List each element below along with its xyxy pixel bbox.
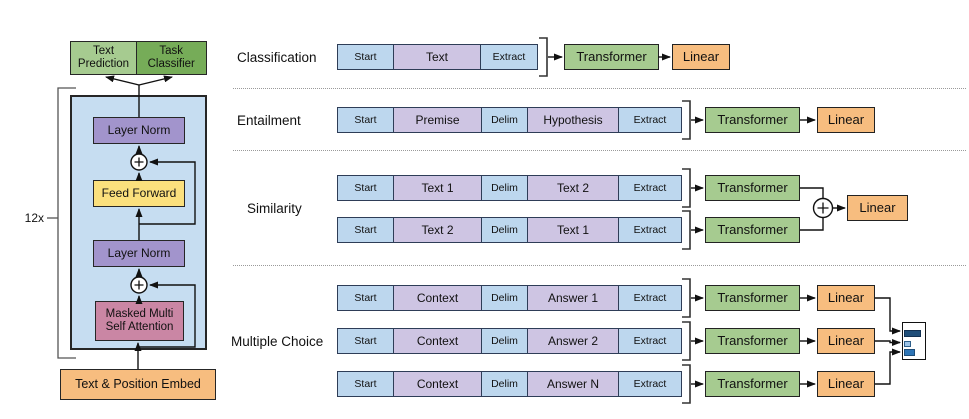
token-start: Start xyxy=(337,44,394,70)
token-extract: Extract xyxy=(618,328,682,354)
token-start: Start xyxy=(337,107,394,133)
score-bar xyxy=(903,340,911,347)
score-bar xyxy=(903,348,915,356)
token-delim: Delim xyxy=(481,107,528,133)
token-delim: Delim xyxy=(481,175,528,201)
similarity-token-row-2: Start Text 2 Delim Text 1 Extract xyxy=(337,217,682,243)
add-icon xyxy=(812,197,834,219)
linear-box: Linear xyxy=(817,328,875,354)
text-position-embed-box: Text & Position Embed xyxy=(60,369,216,400)
layer-norm-bottom-box: Layer Norm xyxy=(93,240,185,267)
transformer-box: Transformer xyxy=(705,328,800,354)
token-hypothesis: Hypothesis xyxy=(526,107,620,133)
section-separator xyxy=(233,88,966,89)
token-start: Start xyxy=(337,371,394,397)
similarity-token-row-1: Start Text 1 Delim Text 2 Extract xyxy=(337,175,682,201)
token-extract: Extract xyxy=(618,175,682,201)
token-extract: Extract xyxy=(480,44,538,70)
transformer-box: Transformer xyxy=(705,285,800,311)
token-start: Start xyxy=(337,217,394,243)
linear-box: Linear xyxy=(817,285,875,311)
linear-box: Linear xyxy=(847,195,908,221)
token-delim: Delim xyxy=(481,371,528,397)
repeat-count-label: 12x xyxy=(24,211,44,225)
transformer-box: Transformer xyxy=(705,217,800,243)
token-extract: Extract xyxy=(618,217,682,243)
token-answerN: Answer N xyxy=(526,371,620,397)
token-start: Start xyxy=(337,285,394,311)
section-separator xyxy=(233,265,966,266)
token-start: Start xyxy=(337,328,394,354)
feed-forward-box: Feed Forward xyxy=(93,180,185,207)
transformer-box: Transformer xyxy=(564,44,659,70)
token-context: Context xyxy=(392,371,483,397)
linear-box: Linear xyxy=(672,44,730,70)
token-delim: Delim xyxy=(481,328,528,354)
token-text2: Text 2 xyxy=(526,175,620,201)
multiple-choice-token-row-3: Start Context Delim Answer N Extract xyxy=(337,371,682,397)
layer-norm-top-box: Layer Norm xyxy=(93,117,185,144)
token-context: Context xyxy=(392,328,483,354)
token-delim: Delim xyxy=(481,217,528,243)
section-label-entailment: Entailment xyxy=(237,113,301,128)
score-bar xyxy=(903,330,921,337)
token-answer2: Answer 2 xyxy=(526,328,620,354)
token-answer1: Answer 1 xyxy=(526,285,620,311)
multiple-choice-merge-connectors xyxy=(875,297,901,385)
section-separator xyxy=(233,150,966,151)
task-classifier-box: Task Classifier xyxy=(135,41,207,75)
multiple-choice-token-row-2: Start Context Delim Answer 2 Extract xyxy=(337,328,682,354)
transformer-box: Transformer xyxy=(705,175,800,201)
token-start: Start xyxy=(337,175,394,201)
token-text1: Text 1 xyxy=(526,217,620,243)
linear-box: Linear xyxy=(817,107,875,133)
masked-self-attention-box: Masked Multi Self Attention xyxy=(95,301,184,341)
entailment-token-row: Start Premise Delim Hypothesis Extract xyxy=(337,107,682,133)
token-extract: Extract xyxy=(618,285,682,311)
classification-token-row: Start Text Extract xyxy=(337,44,538,70)
section-label-classification: Classification xyxy=(237,50,317,65)
token-text2: Text 2 xyxy=(392,217,483,243)
section-label-similarity: Similarity xyxy=(247,201,302,216)
token-extract: Extract xyxy=(618,371,682,397)
multiple-choice-token-row-1: Start Context Delim Answer 1 Extract xyxy=(337,285,682,311)
similarity-merge-connectors xyxy=(800,187,846,231)
token-premise: Premise xyxy=(392,107,483,133)
linear-box: Linear xyxy=(817,371,875,397)
text-prediction-box: Text Prediction xyxy=(70,41,137,75)
token-text: Text xyxy=(392,44,482,70)
section-label-multiple-choice: Multiple Choice xyxy=(231,334,324,349)
transformer-box: Transformer xyxy=(705,107,800,133)
token-extract: Extract xyxy=(618,107,682,133)
token-text1: Text 1 xyxy=(392,175,483,201)
token-context: Context xyxy=(392,285,483,311)
token-delim: Delim xyxy=(481,285,528,311)
transformer-box: Transformer xyxy=(705,371,800,397)
